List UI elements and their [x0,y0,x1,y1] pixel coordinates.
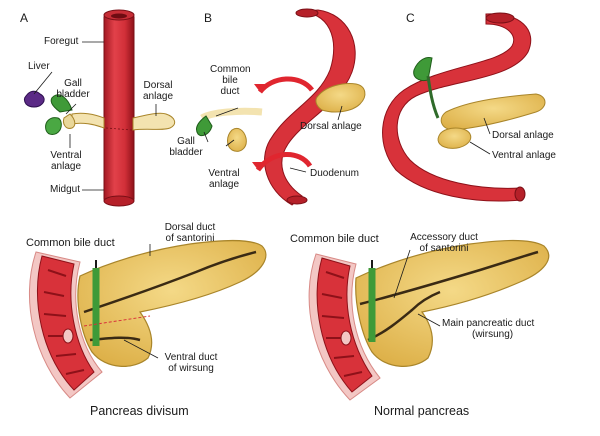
label-foregut: Foregut [44,36,79,47]
panel-b-dorsal-anlage [315,83,366,113]
label-liver: Liver [28,61,50,72]
panel-b-duodenum [264,8,356,206]
normal-ducts [359,250,539,342]
caption-pancreas-divisum: Pancreas divisum [90,404,189,418]
panel-c-pancreas [413,57,546,149]
normal-pancreas [355,239,550,367]
panel-c-duodenum [382,12,532,202]
caption-normal-pancreas: Normal pancreas [374,404,470,418]
panel-b-ventral-anlage [195,107,263,152]
divisum-duodenum [29,251,103,399]
divisum-ducts [83,250,257,346]
panel-a-ventral-anlage [45,94,105,135]
label-common-bile-duct-divisum: Common bile duct [26,237,115,249]
panel-b-rotation-arrows [252,76,314,172]
label-midgut: Midgut [50,184,81,195]
label-dorsal-anlage-c: Dorsal anlage [492,130,554,141]
panel-a-letter: A [20,11,29,25]
divisum-pancreas [77,239,267,367]
normal-duodenum [308,253,381,401]
label-ventral-anlage-c: Ventral anlage [492,150,556,161]
label-common-bile-duct-normal: Common bile duct [290,233,379,245]
leader-lines [33,41,491,359]
panel-a-dorsal-anlage [132,112,176,131]
panel-c-letter: C [406,11,415,25]
panel-b-letter: B [204,11,213,25]
panel-a-gut [103,9,135,207]
label-duodenum: Duodenum [310,168,359,179]
label-main-pancreatic-duct: Main pancreatic duct(wirsung) [442,318,535,340]
label-dorsal-anlage-b: Dorsal anlage [300,121,362,132]
